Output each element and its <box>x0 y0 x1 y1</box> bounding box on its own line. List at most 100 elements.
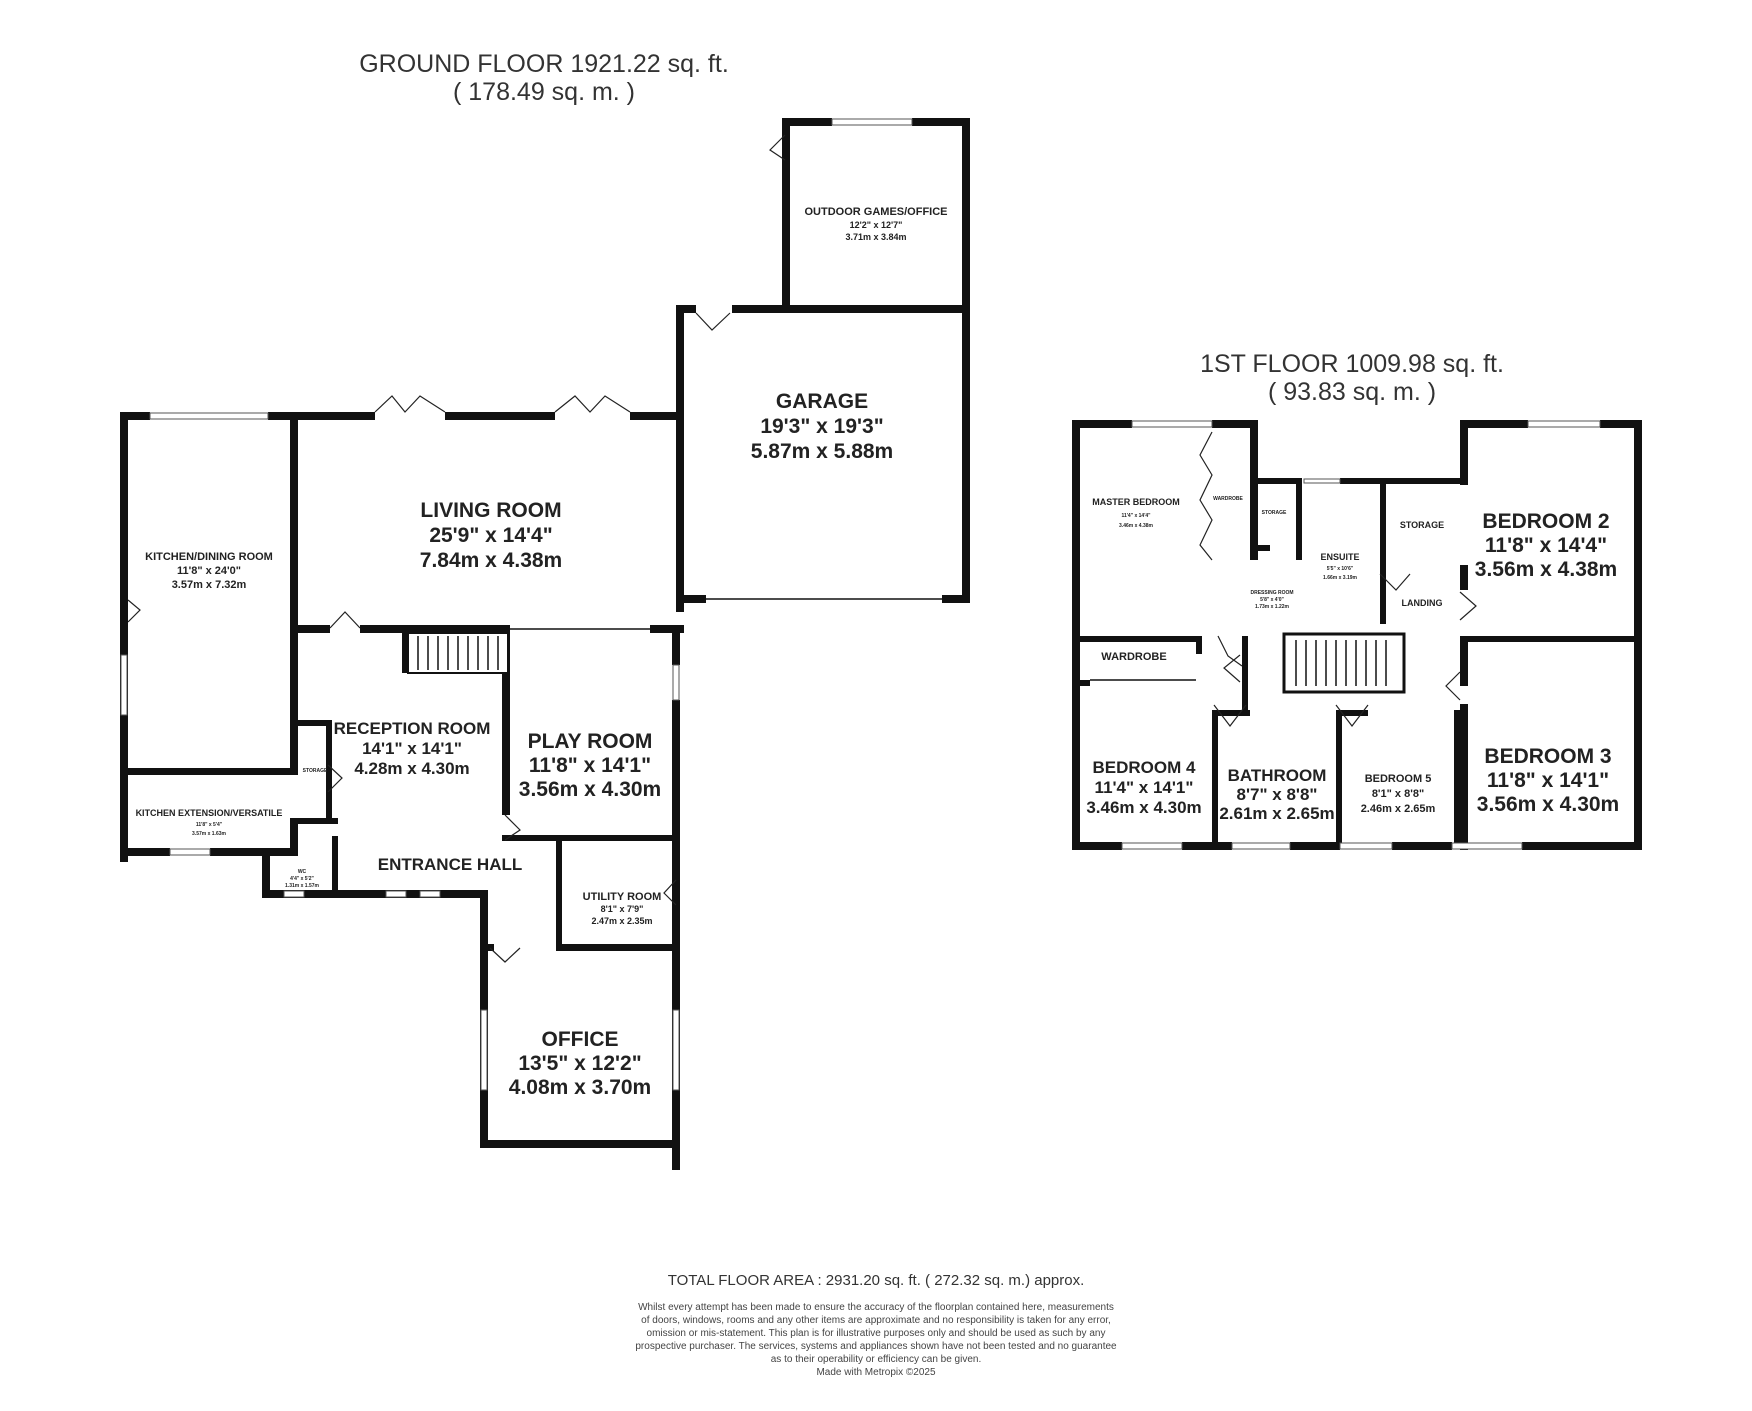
footer: TOTAL FLOOR AREA : 2931.20 sq. ft. ( 272… <box>635 1272 1117 1378</box>
first-floor-title: 1ST FLOOR 1009.98 sq. ft. <box>1200 350 1504 378</box>
room-storage-b: STORAGE <box>1400 520 1444 530</box>
room-name: KITCHEN EXTENSION/VERSATILE <box>136 808 283 818</box>
room-name: BEDROOM 5 <box>1365 773 1432 785</box>
first-floor-openings <box>1090 420 1601 850</box>
room-bedroom-5: BEDROOM 5 8'1" x 8'8" 2.46m x 2.65m <box>1361 773 1436 815</box>
svg-text:2.61m x 2.65m: 2.61m x 2.65m <box>1219 804 1334 823</box>
room-name: WC <box>298 869 307 875</box>
room-office: OFFICE 13'5" x 12'2" 4.08m x 3.70m <box>509 1028 651 1099</box>
ground-floor-openings <box>120 118 913 1091</box>
room-name: GARAGE <box>776 390 868 413</box>
disclaimer-line: of doors, windows, rooms and any other i… <box>641 1315 1111 1326</box>
room-reception: RECEPTION ROOM 14'1" x 14'1" 4.28m x 4.3… <box>334 719 491 778</box>
disclaimer-line: Whilst every attempt has been made to en… <box>638 1302 1114 1313</box>
room-name: WARDROBE <box>1101 651 1166 663</box>
svg-text:1.31m x 1.57m: 1.31m x 1.57m <box>285 883 319 889</box>
room-living: LIVING ROOM 25'9" x 14'4" 7.84m x 4.38m <box>420 499 562 572</box>
room-name: STORAGE <box>1400 520 1444 530</box>
room-name: ENSUITE <box>1320 552 1359 562</box>
svg-text:8'1" x 7'9": 8'1" x 7'9" <box>601 904 644 914</box>
room-name: STORAGE <box>303 768 328 774</box>
svg-text:5'8" x 4'0": 5'8" x 4'0" <box>1260 597 1284 603</box>
room-ensuite: ENSUITE 5'5" x 10'6" 1.66m x 3.19m <box>1320 552 1359 581</box>
disclaimer-line: prospective purchaser. The services, sys… <box>635 1341 1117 1352</box>
room-name: LANDING <box>1402 598 1443 608</box>
svg-text:4'4" x 5'2": 4'4" x 5'2" <box>290 876 314 882</box>
svg-text:11'8" x 5'4": 11'8" x 5'4" <box>196 822 223 828</box>
room-entrance-hall: ENTRANCE HALL <box>378 855 523 874</box>
svg-text:5.87m x 5.88m: 5.87m x 5.88m <box>751 440 893 463</box>
room-name: MASTER BEDROOM <box>1092 497 1180 507</box>
room-outdoor-games: OUTDOOR GAMES/OFFICE 12'2" x 12'7" 3.71m… <box>805 206 948 242</box>
room-name: RECEPTION ROOM <box>334 719 491 738</box>
room-name: STORAGE <box>1262 510 1287 516</box>
svg-text:8'7" x 8'8": 8'7" x 8'8" <box>1237 785 1318 804</box>
svg-text:4.08m x 3.70m: 4.08m x 3.70m <box>509 1076 651 1099</box>
ground-floor-subtitle: ( 178.49 sq. m. ) <box>453 78 635 106</box>
svg-text:11'4" x 14'4": 11'4" x 14'4" <box>1121 513 1151 519</box>
svg-text:11'8" x 14'1": 11'8" x 14'1" <box>529 754 651 777</box>
room-kitchen-extension: KITCHEN EXTENSION/VERSATILE 11'8" x 5'4"… <box>136 808 283 837</box>
svg-text:12'2" x 12'7": 12'2" x 12'7" <box>850 220 903 230</box>
room-dressing: DRESSING ROOM 5'8" x 4'0" 1.73m x 1.22m <box>1250 590 1293 610</box>
room-storage-a: STORAGE <box>1262 510 1287 516</box>
room-utility: UTILITY ROOM 8'1" x 7'9" 2.47m x 2.35m <box>583 891 662 926</box>
ground-stairs <box>407 632 509 674</box>
svg-text:14'1" x 14'1": 14'1" x 14'1" <box>362 739 462 758</box>
room-bathroom: BATHROOM 8'7" x 8'8" 2.61m x 2.65m <box>1219 766 1334 823</box>
disclaimer-line: as to their operability or efficiency ca… <box>771 1354 982 1365</box>
room-play: PLAY ROOM 11'8" x 14'1" 3.56m x 4.30m <box>519 730 661 801</box>
svg-text:3.57m x 1.63m: 3.57m x 1.63m <box>192 831 226 837</box>
svg-text:5'5" x 10'6": 5'5" x 10'6" <box>1327 566 1354 572</box>
room-name: BEDROOM 3 <box>1484 745 1611 768</box>
room-name: LIVING ROOM <box>420 499 561 522</box>
svg-text:11'8" x 14'4": 11'8" x 14'4" <box>1485 534 1607 557</box>
room-garage: GARAGE 19'3" x 19'3" 5.87m x 5.88m <box>751 390 893 463</box>
svg-text:3.56m x 4.30m: 3.56m x 4.30m <box>519 778 661 801</box>
svg-text:11'8" x 24'0": 11'8" x 24'0" <box>177 565 241 577</box>
room-bedroom-4: BEDROOM 4 11'4" x 14'1" 3.46m x 4.30m <box>1086 758 1201 817</box>
svg-text:3.56m x 4.38m: 3.56m x 4.38m <box>1475 558 1617 581</box>
room-wardrobe: WARDROBE <box>1101 651 1166 663</box>
svg-text:13'5" x 12'2": 13'5" x 12'2" <box>518 1052 641 1075</box>
svg-text:3.57m x 7.32m: 3.57m x 7.32m <box>172 579 247 591</box>
room-name: BEDROOM 2 <box>1482 510 1609 533</box>
room-name: WARDROBE <box>1213 496 1243 502</box>
room-name: OFFICE <box>542 1028 619 1051</box>
room-storage-ground: STORAGE <box>303 768 328 774</box>
room-name: ENTRANCE HALL <box>378 855 523 874</box>
total-floor-area: TOTAL FLOOR AREA : 2931.20 sq. ft. ( 272… <box>668 1272 1085 1289</box>
svg-text:11'8" x 14'1": 11'8" x 14'1" <box>1487 769 1609 792</box>
svg-text:3.46m x 4.38m: 3.46m x 4.38m <box>1119 523 1153 529</box>
room-bedroom-2: BEDROOM 2 11'8" x 14'4" 3.56m x 4.38m <box>1475 510 1617 581</box>
svg-text:1.73m x 1.22m: 1.73m x 1.22m <box>1255 604 1289 610</box>
room-name: PLAY ROOM <box>528 730 653 753</box>
svg-text:3.71m x 3.84m: 3.71m x 3.84m <box>845 232 906 242</box>
svg-text:3.56m x 4.30m: 3.56m x 4.30m <box>1477 793 1619 816</box>
svg-text:11'4" x 14'1": 11'4" x 14'1" <box>1095 778 1194 797</box>
room-name: BATHROOM <box>1228 766 1327 785</box>
first-floor-subtitle: ( 93.83 sq. m. ) <box>1268 378 1436 406</box>
room-wardrobe-small: WARDROBE <box>1213 496 1243 502</box>
room-name: UTILITY ROOM <box>583 891 662 903</box>
room-name: DRESSING ROOM <box>1250 590 1293 596</box>
room-bedroom-3: BEDROOM 3 11'8" x 14'1" 3.56m x 4.30m <box>1477 745 1619 816</box>
svg-text:4.28m x 4.30m: 4.28m x 4.30m <box>354 759 469 778</box>
svg-text:1.66m x 3.19m: 1.66m x 3.19m <box>1323 575 1357 581</box>
svg-text:2.47m x 2.35m: 2.47m x 2.35m <box>591 916 652 926</box>
room-master-bedroom: MASTER BEDROOM 11'4" x 14'4" 3.46m x 4.3… <box>1092 497 1180 529</box>
first-floor-walls <box>1072 420 1642 850</box>
room-wc: WC 4'4" x 5'2" 1.31m x 1.57m <box>285 869 319 889</box>
room-kitchen-dining: KITCHEN/DINING ROOM 11'8" x 24'0" 3.57m … <box>145 551 273 591</box>
svg-text:3.46m x 4.30m: 3.46m x 4.30m <box>1086 798 1201 817</box>
svg-text:7.84m x 4.38m: 7.84m x 4.38m <box>420 549 562 572</box>
credit: Made with Metropix ©2025 <box>816 1367 936 1378</box>
ground-floor-title: GROUND FLOOR 1921.22 sq. ft. <box>359 50 729 78</box>
first-stairs <box>1282 632 1406 694</box>
room-name: KITCHEN/DINING ROOM <box>145 551 273 563</box>
ground-floor-walls <box>120 118 970 1170</box>
room-name: OUTDOOR GAMES/OFFICE <box>805 206 948 218</box>
svg-text:25'9" x 14'4": 25'9" x 14'4" <box>429 524 552 547</box>
disclaimer-line: omission or mis-statement. This plan is … <box>647 1328 1106 1339</box>
